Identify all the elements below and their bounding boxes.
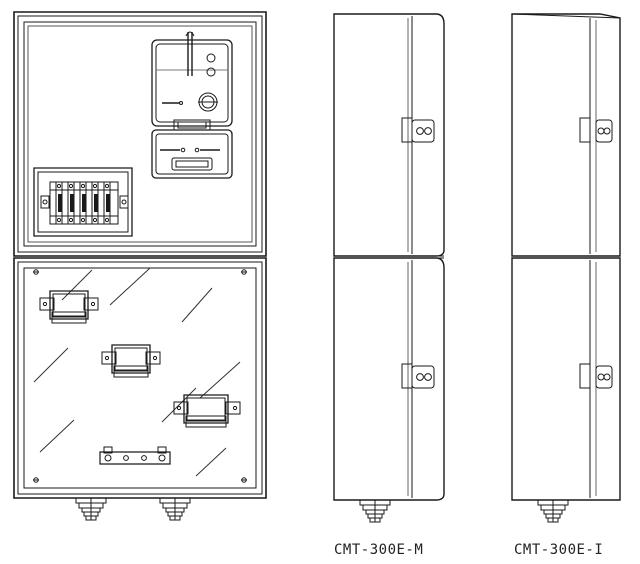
side-view-i	[512, 14, 620, 522]
side-i-cable-gland	[538, 500, 568, 522]
lower-cabinet	[14, 258, 266, 498]
cable-gland-right	[160, 498, 190, 520]
glass-reflection-lines	[34, 268, 240, 476]
circuit-breaker-2	[102, 345, 160, 377]
front-view	[14, 12, 266, 520]
circuit-breaker-3	[174, 395, 240, 427]
side-m-hinge-bottom	[402, 364, 434, 388]
side-m-hinge-top	[402, 118, 434, 142]
side-view-m	[334, 14, 444, 522]
caption-cmt-300e-m: CMT-300E-M	[334, 542, 424, 558]
caption-cmt-300e-i: CMT-300E-I	[514, 542, 604, 558]
side-i-hinge-top	[580, 118, 612, 142]
neutral-bus-bar	[100, 447, 170, 464]
terminal-block	[34, 168, 132, 236]
upper-cabinet	[14, 12, 266, 256]
side-m-cable-gland	[360, 500, 390, 522]
energy-meter	[152, 32, 232, 178]
cable-gland-left	[76, 498, 106, 520]
circuit-breaker-1	[40, 291, 98, 323]
side-i-hinge-bottom	[580, 364, 612, 388]
